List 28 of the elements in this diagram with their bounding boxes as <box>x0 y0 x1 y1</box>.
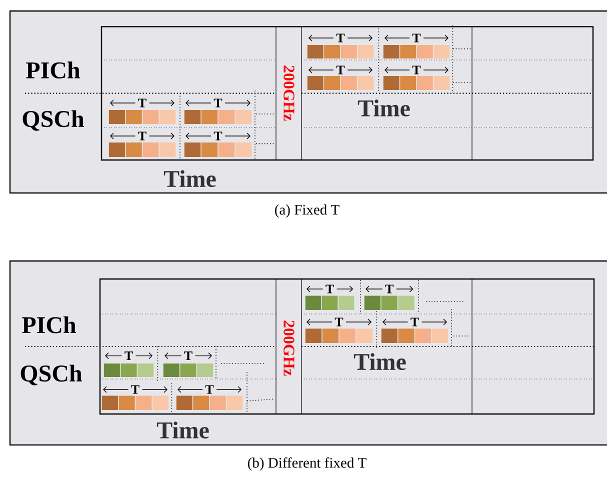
channel-label: PICh <box>26 62 80 78</box>
axis-label: Time <box>164 170 216 188</box>
period-label: T <box>184 352 192 360</box>
caption: (a) Fixed T <box>275 204 340 218</box>
period-label: T <box>138 98 146 108</box>
period-label: T <box>410 318 419 326</box>
axis-label: Time <box>354 353 406 370</box>
period-label: T <box>214 98 222 108</box>
frequency-label: 200GHz <box>284 320 294 376</box>
period-label: T <box>336 34 345 42</box>
period-label: T <box>138 132 146 140</box>
period-label: T <box>412 66 421 74</box>
period-label: T <box>124 352 133 360</box>
period-label: T <box>205 385 214 394</box>
period-label: T <box>326 284 334 294</box>
caption: (b) Different fixed T <box>248 457 366 471</box>
period-label: T <box>385 284 394 294</box>
period-label: T <box>412 34 421 42</box>
axis-label: Time <box>156 422 209 438</box>
channel-label: PICh <box>22 316 76 334</box>
period-label: T <box>214 132 222 140</box>
axis-label: Time <box>358 100 410 116</box>
period-label: T <box>131 385 140 394</box>
period-label: T <box>334 318 344 326</box>
period-label: T <box>336 66 345 74</box>
channel-label: QSCh <box>22 110 84 131</box>
frequency-label: 200GHz <box>284 66 294 121</box>
channel-label: QSCh <box>20 364 82 386</box>
